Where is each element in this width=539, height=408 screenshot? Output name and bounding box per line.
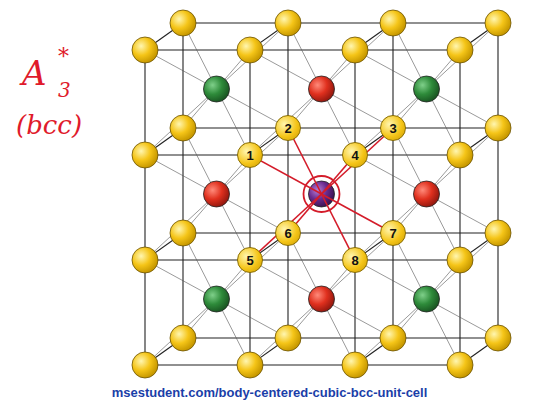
handwritten-note: 3	[58, 80, 71, 100]
corner-atom	[275, 10, 301, 36]
body-diagonal	[217, 233, 289, 299]
atoms	[132, 10, 511, 378]
body-diagonal	[355, 299, 427, 365]
numbered-atom: 5	[237, 247, 263, 273]
body-diagonal	[217, 23, 289, 89]
lattice-edge	[145, 364, 460, 365]
numbered-atom: 8	[342, 247, 368, 273]
body-diagonal	[145, 194, 217, 260]
source-caption: msestudent.com/body-centered-cubic-bcc-u…	[0, 386, 539, 400]
body-diagonal	[145, 89, 217, 155]
handwritten-note: *	[58, 46, 69, 68]
body-center-atom	[414, 76, 440, 102]
neighbor-line	[250, 194, 322, 260]
body-diagonal	[145, 299, 217, 365]
lattice-edge	[497, 23, 498, 338]
lattice-edge	[145, 49, 460, 50]
callout-number: 7	[389, 227, 396, 240]
body-center-atom	[414, 286, 440, 312]
body-center-atom	[309, 286, 335, 312]
body-diagonals	[145, 23, 498, 365]
corner-atom	[485, 10, 511, 36]
corner-atom	[380, 325, 406, 351]
corner-atom	[447, 247, 473, 273]
neighbor-line	[322, 128, 394, 194]
lattice-edge	[183, 22, 498, 23]
lattice-edge	[183, 127, 498, 128]
corner-atom	[170, 10, 196, 36]
corner-atom	[447, 142, 473, 168]
lattice-edge	[183, 337, 498, 338]
corner-atom	[170, 115, 196, 141]
numbered-atom: 3	[380, 115, 406, 141]
body-diagonal	[322, 23, 394, 89]
corner-atom	[485, 220, 511, 246]
corner-atom	[380, 10, 406, 36]
corner-atom	[342, 352, 368, 378]
body-diagonal	[322, 233, 394, 299]
corner-atom	[132, 352, 158, 378]
corner-atom	[485, 115, 511, 141]
callout-number: 6	[284, 227, 291, 240]
body-center-atom	[309, 76, 335, 102]
corner-atom	[170, 325, 196, 351]
corner-atom	[275, 325, 301, 351]
body-diagonal	[355, 194, 427, 260]
corner-atom	[132, 37, 158, 63]
body-diagonal	[355, 89, 427, 155]
lattice-edge	[144, 50, 145, 365]
corner-atom	[237, 352, 263, 378]
corner-atom	[447, 37, 473, 63]
callout-number: 2	[284, 122, 291, 135]
corner-atom	[132, 142, 158, 168]
handwritten-note: (bcc)	[16, 112, 82, 138]
body-center-atom	[414, 181, 440, 207]
body-center-atom	[204, 76, 230, 102]
numbered-atom: 6	[275, 220, 301, 246]
body-diagonal	[427, 128, 499, 194]
body-diagonal	[427, 23, 499, 89]
numbered-atom: 4	[342, 142, 368, 168]
highlight-ring	[304, 176, 340, 212]
callout-number: 5	[246, 254, 253, 267]
callout-number: 1	[246, 149, 253, 162]
callout-number: 4	[351, 149, 358, 162]
body-diagonal	[217, 128, 289, 194]
corner-atom	[237, 37, 263, 63]
corner-atom	[342, 37, 368, 63]
lattice-lines	[145, 23, 498, 365]
corner-atom	[485, 325, 511, 351]
lattice-edge	[145, 259, 460, 260]
corner-atom	[447, 352, 473, 378]
corner-atom	[132, 247, 158, 273]
body-center-atom	[204, 286, 230, 312]
body-diagonal	[250, 299, 322, 365]
body-diagonal	[427, 233, 499, 299]
numbered-atom: 1	[237, 142, 263, 168]
numbered-atom: 7	[380, 220, 406, 246]
neighbor-lines	[250, 128, 393, 260]
handwritten-note: A	[22, 56, 47, 90]
callout-number: 3	[389, 122, 396, 135]
body-center-atom	[204, 181, 230, 207]
body-diagonal	[250, 89, 322, 155]
numbered-atom: 2	[275, 115, 301, 141]
corner-atom	[170, 220, 196, 246]
callout-number: 8	[351, 254, 358, 267]
